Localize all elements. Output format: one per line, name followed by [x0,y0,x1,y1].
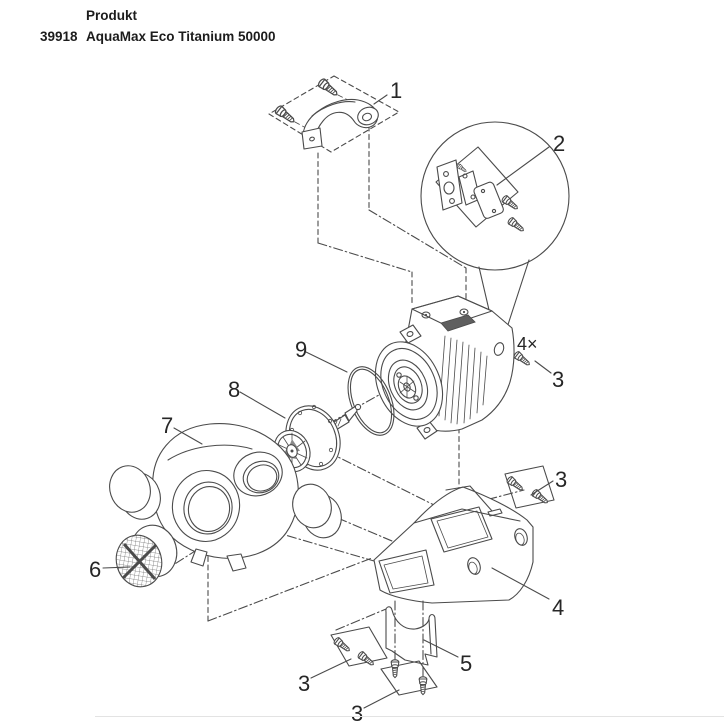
product-id: 39918 [40,29,78,44]
callout-label-6: 6 [89,557,101,582]
bracket-part [385,606,438,666]
product-name: AquaMax Eco Titanium 50000 [86,29,276,44]
plate-screw [332,636,353,655]
strainer-cap-part [115,524,178,588]
pump-front-port [171,470,241,542]
callout-label-4: 4 [552,595,564,620]
screw-plate-shell [504,465,555,509]
handle-mount-plane [268,75,400,153]
blanking-cap-left [109,465,161,520]
callout-label-7: 7 [161,413,173,438]
callout-label-9: 9 [295,337,307,362]
plate-screw [418,676,428,696]
handle-screw [316,77,341,99]
motor-flange [374,341,444,427]
callout-label-qty: 4× [517,334,538,354]
callout-label-3-shell: 3 [555,467,567,492]
callout-label-3-motor: 3 [552,367,564,392]
callout-labels: 1 2 4× 3 9 8 7 6 3 4 5 3 3 [89,78,567,725]
callout-leader-lines [102,94,554,709]
blanking-cap-right [292,483,342,539]
bracket-guide-lines [394,600,424,678]
screw-plate-left [330,626,388,669]
bottom-divider [95,716,724,717]
pump-side-port [233,451,283,497]
callout-label-3-left: 3 [298,671,310,696]
callout-label-3-bottom: 3 [351,701,363,725]
callout-label-5: 5 [460,651,472,676]
carry-handle-part [268,75,400,153]
cable-gland [493,342,505,356]
motor-unit-part [374,295,533,440]
plate-screw [356,650,377,669]
bottom-shell-part [373,485,534,604]
shell-screw [505,475,526,494]
plate-screw [390,659,400,679]
callout-label-8: 8 [228,377,240,402]
callout-label-1: 1 [390,78,402,103]
product-column-label: Produkt [86,8,138,23]
handle-screw [273,104,298,126]
callout-label-2: 2 [553,131,565,156]
screw-plate-bottom [380,659,438,696]
